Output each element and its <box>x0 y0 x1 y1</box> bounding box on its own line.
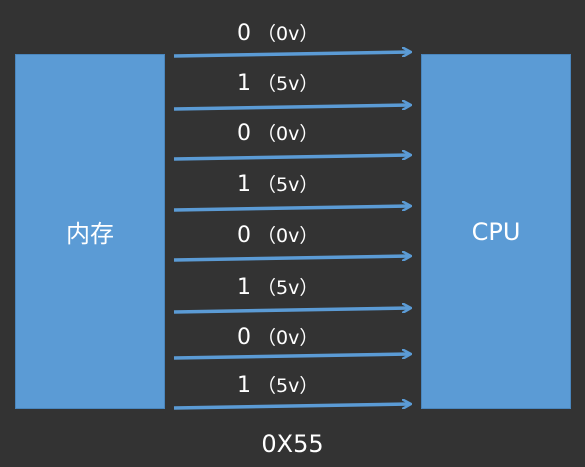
bit-label: 0 （0v） <box>237 119 357 146</box>
bit-voltage: （0v） <box>257 123 319 145</box>
bit-voltage: （5v） <box>257 174 319 196</box>
bit-voltage: （0v） <box>257 327 319 349</box>
bit-value: 1 <box>237 373 251 398</box>
bit-voltage: （5v） <box>257 277 319 299</box>
bit-arrow <box>173 206 410 212</box>
bit-arrow <box>173 256 410 262</box>
hex-result: 0X55 <box>261 430 324 458</box>
bit-arrow <box>173 155 410 161</box>
bit-label: 1 （5v） <box>237 69 357 96</box>
bit-value: 0 <box>237 21 251 46</box>
memory-box: 内存 <box>15 54 165 409</box>
memory-label: 内存 <box>66 220 114 248</box>
bit-value: 1 <box>237 71 251 96</box>
bit-voltage: （5v） <box>257 73 319 95</box>
bit-voltage: （0v） <box>257 23 319 45</box>
cpu-label: CPU <box>471 217 521 246</box>
bit-voltage: （0v） <box>257 225 319 247</box>
bit-label: 1 （5v） <box>237 371 357 398</box>
bit-voltage: （5v） <box>257 375 319 397</box>
bit-label: 1 （5v） <box>237 170 357 197</box>
bit-arrow <box>173 354 410 360</box>
bit-value: 1 <box>237 172 251 197</box>
bit-value: 1 <box>237 275 251 300</box>
bit-label: 0 （0v） <box>237 323 357 350</box>
bit-value: 0 <box>237 121 251 146</box>
bit-value: 0 <box>237 325 251 350</box>
bit-arrow <box>173 308 410 314</box>
bit-value: 0 <box>237 223 251 248</box>
bit-label: 0 （0v） <box>237 19 357 46</box>
bit-label: 0 （0v） <box>237 221 357 248</box>
cpu-box: CPU <box>421 54 571 409</box>
bit-arrow <box>173 105 410 111</box>
bit-arrow <box>173 52 410 58</box>
bit-arrow <box>173 404 410 410</box>
bit-label: 1 （5v） <box>237 273 357 300</box>
